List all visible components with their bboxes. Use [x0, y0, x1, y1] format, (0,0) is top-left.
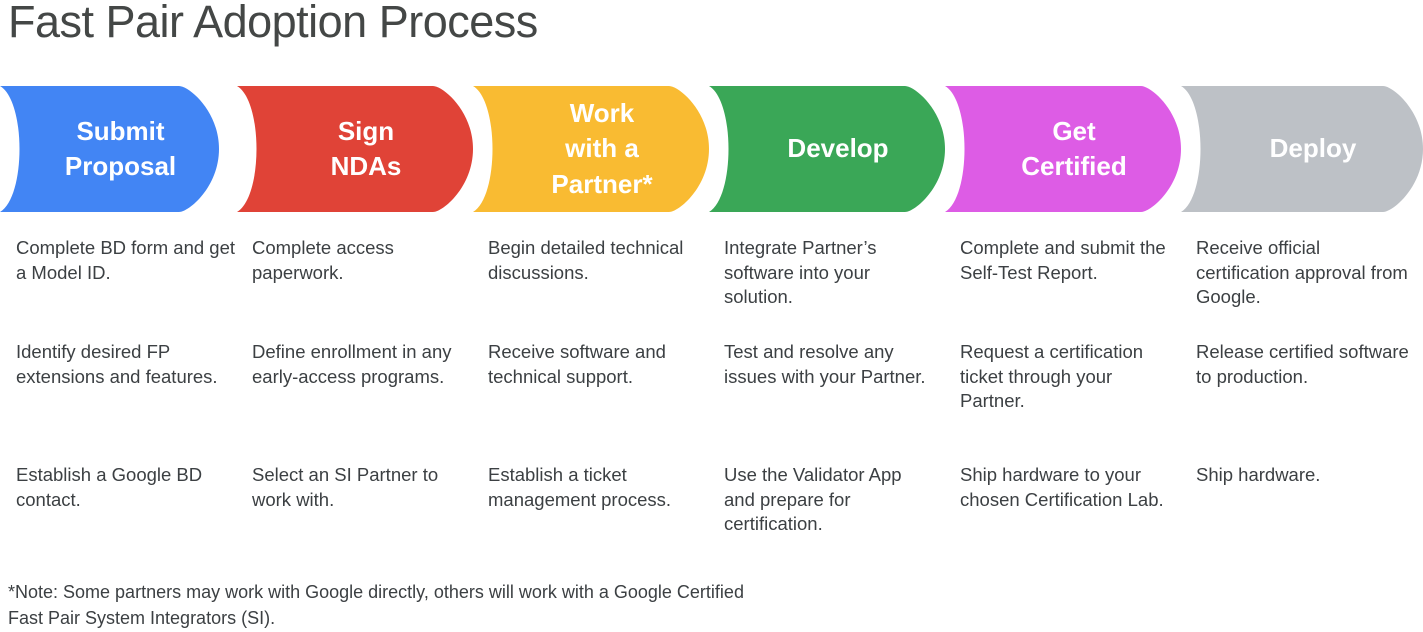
detail-item-r2-c3: Receive software and technical support.: [488, 341, 666, 387]
process-step-work-with-a-partner[interactable]: Work with a Partner*: [473, 86, 709, 212]
chevron-shape-submit-proposal: [0, 86, 219, 212]
detail-item-r3-c3: Establish a ticket management process.: [488, 464, 672, 510]
detail-item-r2-c2: Define enrollment in any early-access pr…: [252, 341, 452, 387]
process-step-label-sign-ndas: Sign NDAs: [330, 115, 402, 181]
detail-item-r1-c3: Begin detailed technical discussions.: [488, 237, 684, 283]
detail-item-r1-c4: Integrate Partner’s software into your s…: [724, 237, 877, 308]
process-step-deploy[interactable]: Deploy: [1181, 86, 1423, 212]
chevron-shape-get-certified: [945, 86, 1181, 212]
process-step-get-certified[interactable]: Get Certified: [945, 86, 1181, 212]
process-step-label-get-certified: Get Certified: [1021, 115, 1127, 181]
page-title: Fast Pair Adoption Process: [8, 0, 538, 47]
process-step-label-deploy: Deploy: [1269, 133, 1357, 164]
process-step-label-submit-proposal: Submit Proposal: [64, 115, 177, 181]
process-step-develop[interactable]: Develop: [709, 86, 945, 212]
detail-item-r1-c6: Receive official certification approval …: [1196, 237, 1408, 308]
detail-item-r3-c4: Use the Validator App and prepare for ce…: [724, 464, 902, 535]
chevron-shape-develop: [709, 86, 945, 212]
detail-item-r3-c1: Establish a Google BD contact.: [16, 464, 203, 510]
detail-item-r2-c6: Release certified software to production…: [1196, 341, 1409, 387]
process-chevron-band: Submit Proposal Sign NDAs Work with a Part…: [0, 86, 1423, 212]
chevron-shape-work-with-a-partner: [473, 86, 709, 212]
process-step-submit-proposal[interactable]: Submit Proposal: [0, 86, 219, 212]
detail-item-r2-c5: Request a certification ticket through y…: [960, 341, 1144, 412]
detail-item-r3-c5: Ship hardware to your chosen Certificati…: [960, 464, 1164, 510]
footnote-note: *Note: Some partners may work with Googl…: [8, 582, 744, 628]
detail-item-r3-c2: Select an SI Partner to work with.: [252, 464, 439, 510]
detail-item-r2-c1: Identify desired FP extensions and featu…: [16, 341, 218, 387]
detail-item-r1-c2: Complete access paperwork.: [252, 237, 394, 283]
chevron-shape-deploy: [1181, 86, 1423, 212]
process-step-sign-ndas[interactable]: Sign NDAs: [237, 86, 473, 212]
detail-item-r3-c6: Ship hardware.: [1196, 464, 1321, 485]
detail-item-r1-c5: Complete and submit the Self-Test Report…: [960, 237, 1166, 283]
detail-item-r2-c4: Test and resolve any issues with your Pa…: [724, 341, 926, 387]
detail-item-r1-c1: Complete BD form and get a Model ID.: [16, 237, 236, 283]
chevron-shape-sign-ndas: [237, 86, 473, 212]
process-step-label-develop: Develop: [787, 133, 889, 164]
process-step-label-work-with-a-partner: Work with a Partner*: [551, 98, 653, 199]
